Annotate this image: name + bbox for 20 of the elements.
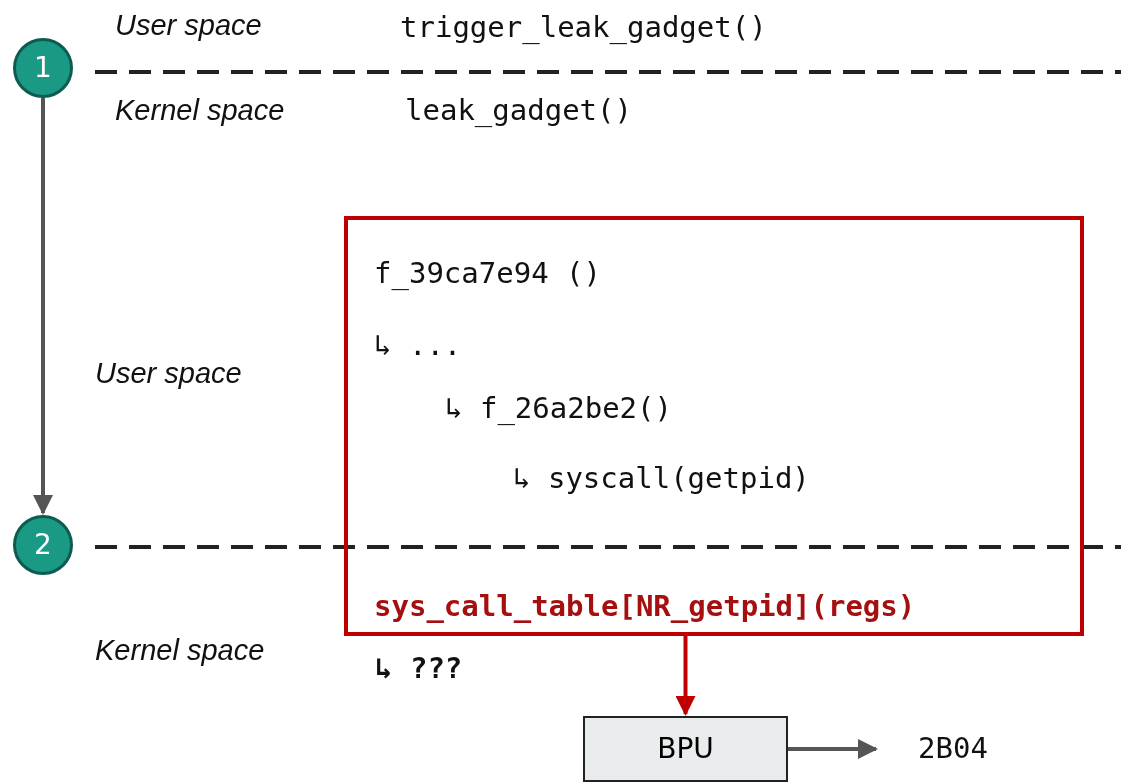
output-value: 2B04 bbox=[918, 728, 1018, 768]
arrow bbox=[788, 739, 878, 759]
highlight-box bbox=[344, 216, 1084, 636]
process-box: BPU bbox=[583, 716, 788, 782]
code-line: ↳ f_26a2be2() bbox=[445, 391, 672, 426]
region-label: User space bbox=[95, 356, 242, 391]
code-line: ↳ syscall(getpid) bbox=[513, 461, 810, 496]
region-label: User space bbox=[115, 8, 262, 43]
code-line: ↳ ??? bbox=[375, 651, 463, 686]
step-circle: 1 bbox=[13, 38, 73, 98]
region-label: Kernel space bbox=[115, 93, 285, 128]
code-line: ↳ ... bbox=[374, 328, 462, 363]
region-label: Kernel space bbox=[95, 633, 265, 668]
step-circle: 2 bbox=[13, 515, 73, 575]
arrow bbox=[675, 636, 696, 716]
function-call: leak_gadget() bbox=[405, 93, 632, 128]
code-line: sys_call_table[NR_getpid](regs) bbox=[374, 589, 916, 624]
code-line: f_39ca7e94 () bbox=[374, 256, 601, 291]
function-call: trigger_leak_gadget() bbox=[400, 10, 767, 45]
arrow bbox=[33, 98, 53, 515]
